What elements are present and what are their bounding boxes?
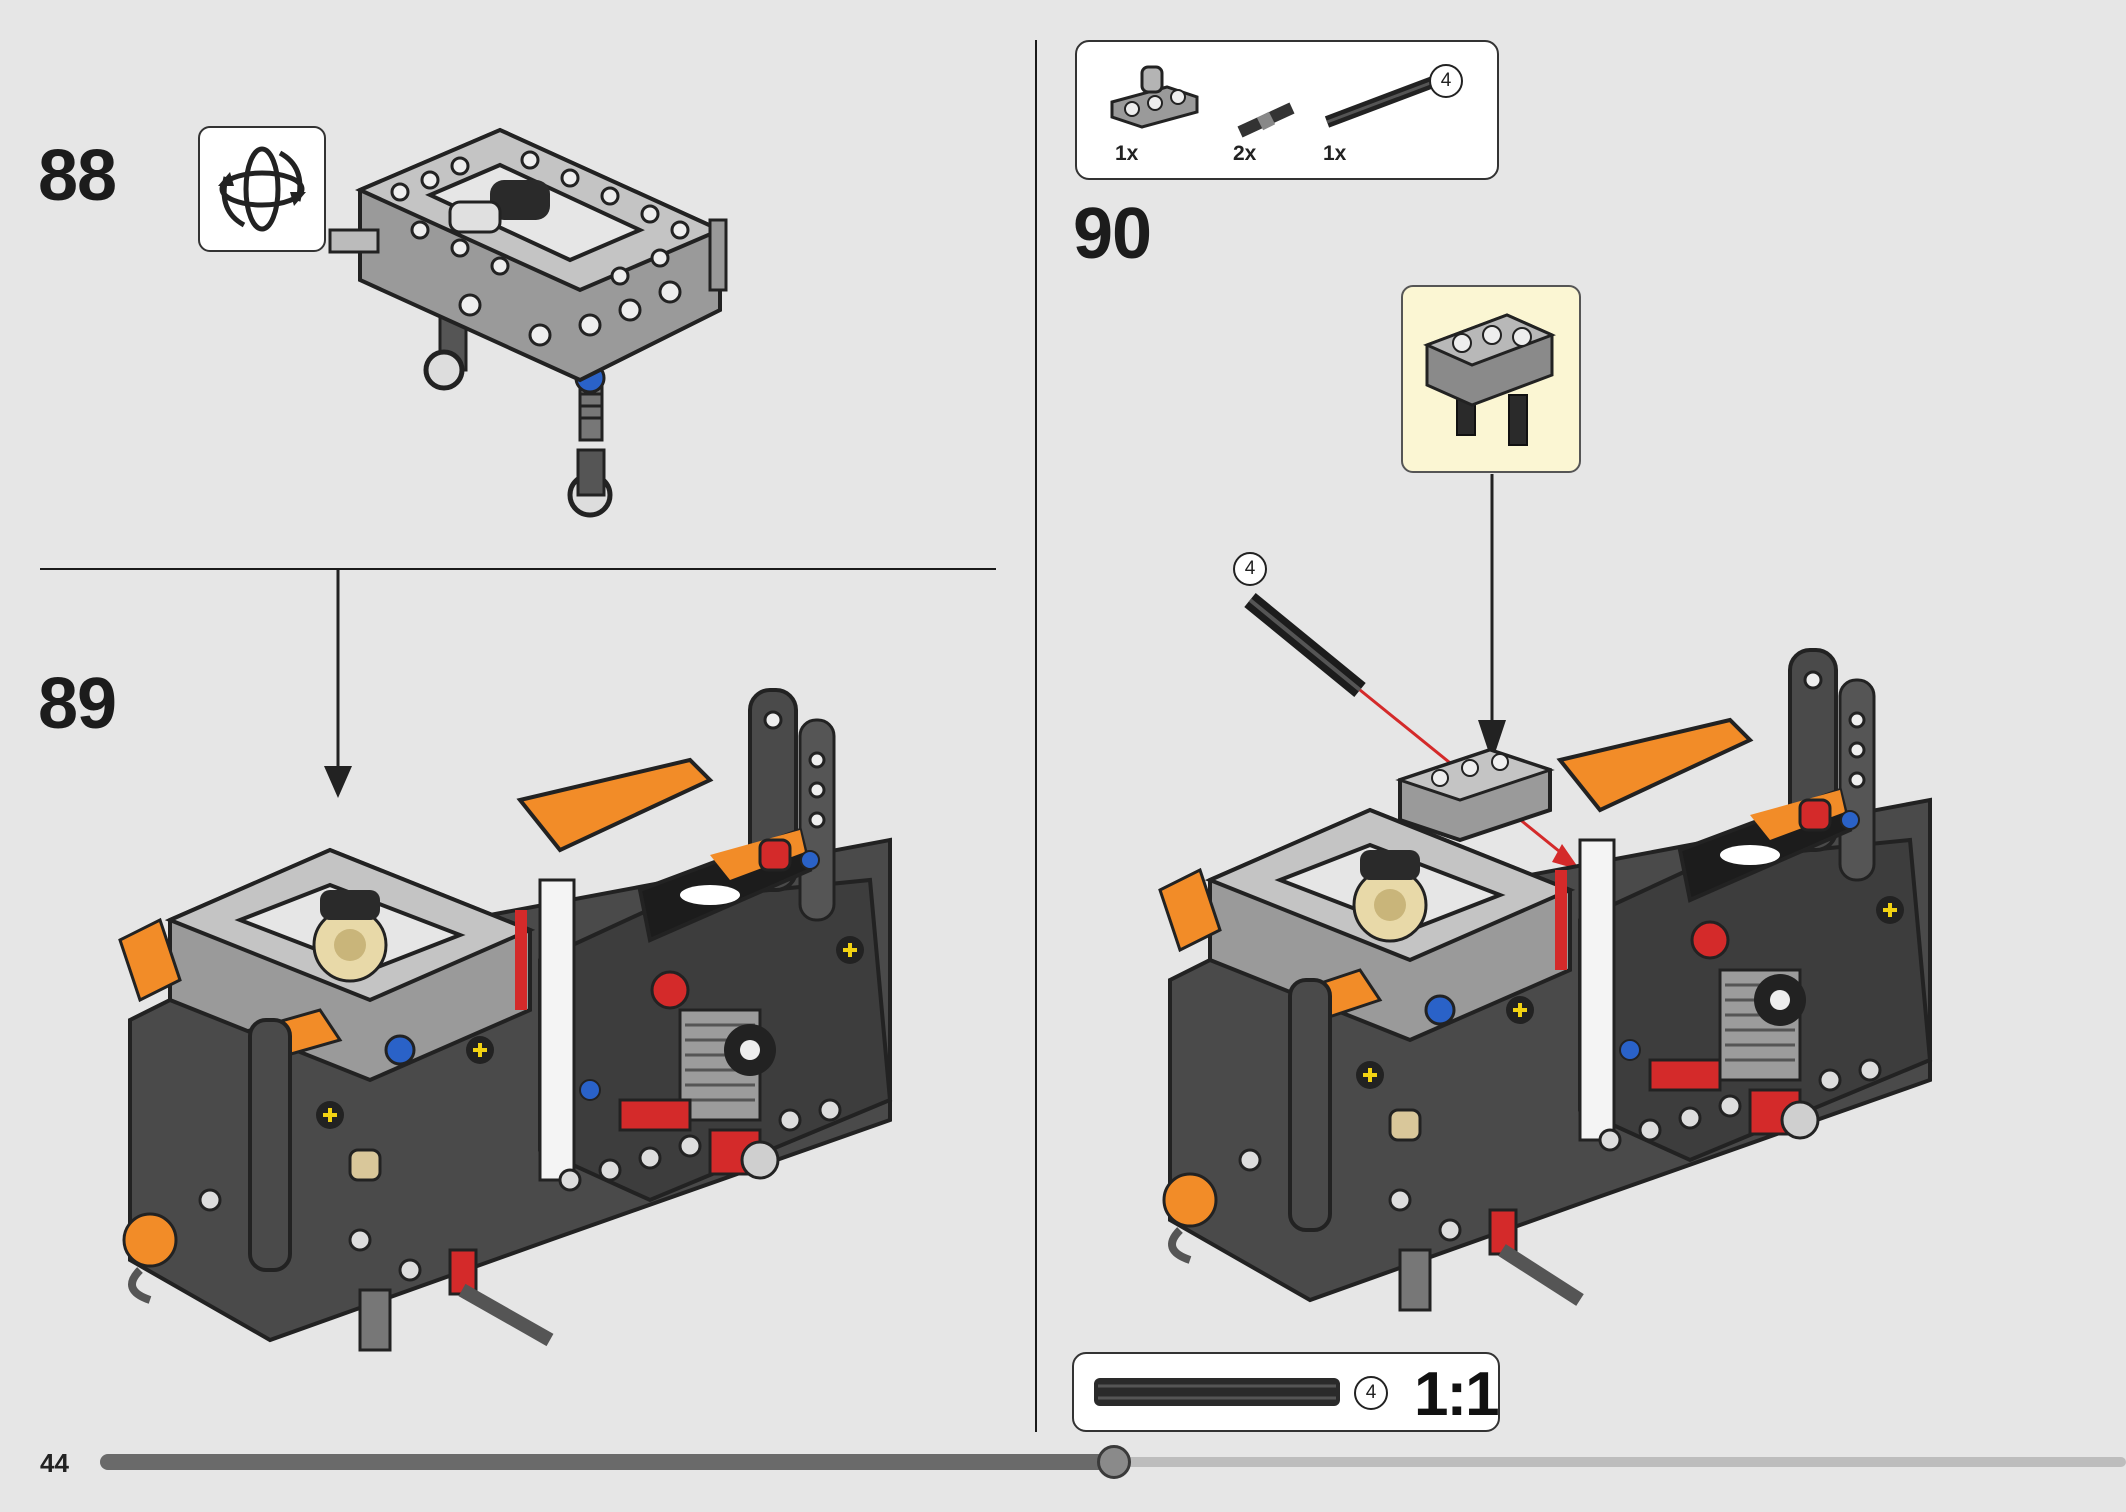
part-qty-axle: 1x	[1323, 142, 1347, 165]
step-90-number: 90	[1073, 194, 1152, 274]
subassembly-callout	[1401, 285, 1581, 473]
axle-black-icon	[1324, 76, 1436, 128]
part-qty-pin: 2x	[1233, 142, 1257, 165]
step-89-number: 89	[38, 664, 117, 744]
scale-ratio-label: 1:1	[1414, 1360, 1500, 1429]
parts-list-box: 1x 2x 4 1x	[1075, 40, 1499, 180]
step-90-assembly-illustration	[1158, 648, 1933, 1312]
page-column-divider	[1035, 40, 1037, 1432]
axle-scale-box: 4 1:1	[1072, 1352, 1500, 1432]
axle-length-badge: 4	[1233, 552, 1267, 586]
progress-fill	[100, 1454, 1114, 1470]
callout-pointer-arrow	[1478, 474, 1506, 762]
rotate-model-icon	[218, 146, 306, 232]
progress-knob[interactable]	[1097, 1445, 1131, 1479]
axle-length-badge-parts: 4	[1429, 64, 1463, 98]
step-88-number: 88	[38, 136, 117, 216]
part-qty-connector: 1x	[1115, 142, 1139, 165]
step-89-insertion-arrow	[324, 570, 352, 798]
axle-actual-size-icon	[1094, 1378, 1340, 1406]
rotate-instruction-box	[198, 126, 326, 252]
step-divider	[40, 568, 996, 570]
axle-pin-icon	[1237, 102, 1295, 138]
step-88-assembly-illustration	[328, 127, 728, 518]
scale-length-badge: 4	[1354, 1376, 1388, 1410]
page-number: 44	[40, 1448, 69, 1478]
connector-with-pins-icon	[1423, 313, 1556, 446]
step-89-assembly-illustration	[118, 688, 893, 1352]
axle-connector-triple-icon	[1110, 65, 1199, 129]
